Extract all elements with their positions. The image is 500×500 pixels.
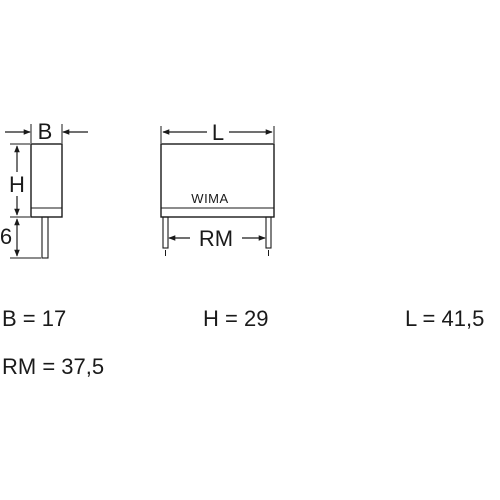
front-view-body xyxy=(160,143,275,218)
rm-label: RM xyxy=(199,226,233,251)
front-view-lead-left xyxy=(162,216,169,249)
lead-label: 6 xyxy=(0,224,12,249)
l-label: L xyxy=(212,120,224,145)
b-label: B xyxy=(38,119,53,144)
front-view-lead-right xyxy=(265,216,272,249)
spec-h: H = 29 xyxy=(203,306,269,331)
brand-text: WIMA xyxy=(191,191,228,206)
side-view-body xyxy=(30,143,63,218)
side-view-lead xyxy=(41,216,49,259)
spec-b: B = 17 xyxy=(2,306,67,331)
h-label: H xyxy=(9,172,25,197)
spec-rm: RM = 37,5 xyxy=(2,354,105,379)
spec-l: L = 41,5 xyxy=(405,306,485,331)
